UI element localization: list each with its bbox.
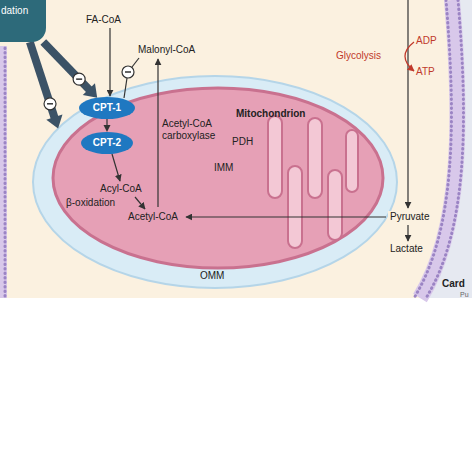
metabolite-label: FA-CoA [86, 14, 121, 26]
metabolite-label: ADP [416, 35, 437, 47]
cytoplasm [0, 0, 472, 298]
metabolite-label: Lactate [390, 243, 423, 255]
arrowhead [83, 83, 97, 98]
flow-arrow [104, 119, 111, 132]
cell-membrane [0, 46, 7, 298]
pathway-box: dation [0, 0, 46, 42]
metabolite-label: Malonyl-CoA [138, 44, 195, 56]
enzyme-label: Acetyl-CoA carboxylase [162, 118, 224, 142]
arrowhead [46, 114, 62, 128]
organelle-label: Mitochondrion [236, 108, 305, 120]
inhibition-symbol [73, 73, 85, 85]
atp-arrow [405, 42, 414, 71]
inner-membrane [53, 88, 383, 268]
pathway-label: β-oxidation [66, 197, 115, 209]
cristae [268, 116, 358, 248]
membrane-label: OMM [200, 270, 224, 282]
inhibition-arrow [30, 42, 63, 128]
mitochondrion-shape: MitochondrionPDHIMMAcyl-CoAβ-oxidationAc… [33, 76, 397, 288]
membrane-label: IMM [214, 162, 233, 174]
pathway-arrows [110, 0, 408, 241]
pathway-label: Glycolysis [336, 50, 381, 62]
membrane-lipid-heads [4, 48, 7, 298]
arrowhead [104, 125, 111, 132]
metabolite-label: ATP [416, 66, 435, 78]
inhibition-arrow [43, 42, 97, 98]
pathway-label: dation [1, 5, 28, 17]
connector-line [43, 42, 89, 90]
metabolite-label: Acetyl-CoA [128, 211, 178, 223]
cell-label: Card [442, 278, 465, 290]
connector-line [106, 119, 107, 126]
inhibition-symbol [44, 98, 56, 110]
outer-membrane [33, 76, 397, 288]
metabolite-label: Acyl-CoA [100, 183, 142, 195]
watermark: Pu [460, 290, 469, 299]
enzyme-ellipse: CPT-1 [79, 97, 135, 119]
enzyme-label: CPT-1 [93, 102, 121, 114]
metabolite-label: Pyruvate [388, 211, 431, 223]
inhibition-symbol [122, 66, 134, 78]
enzyme-label: CPT-2 [93, 137, 121, 149]
enzyme-label: PDH [232, 136, 253, 148]
enzyme-ellipse: CPT-2 [81, 132, 133, 154]
